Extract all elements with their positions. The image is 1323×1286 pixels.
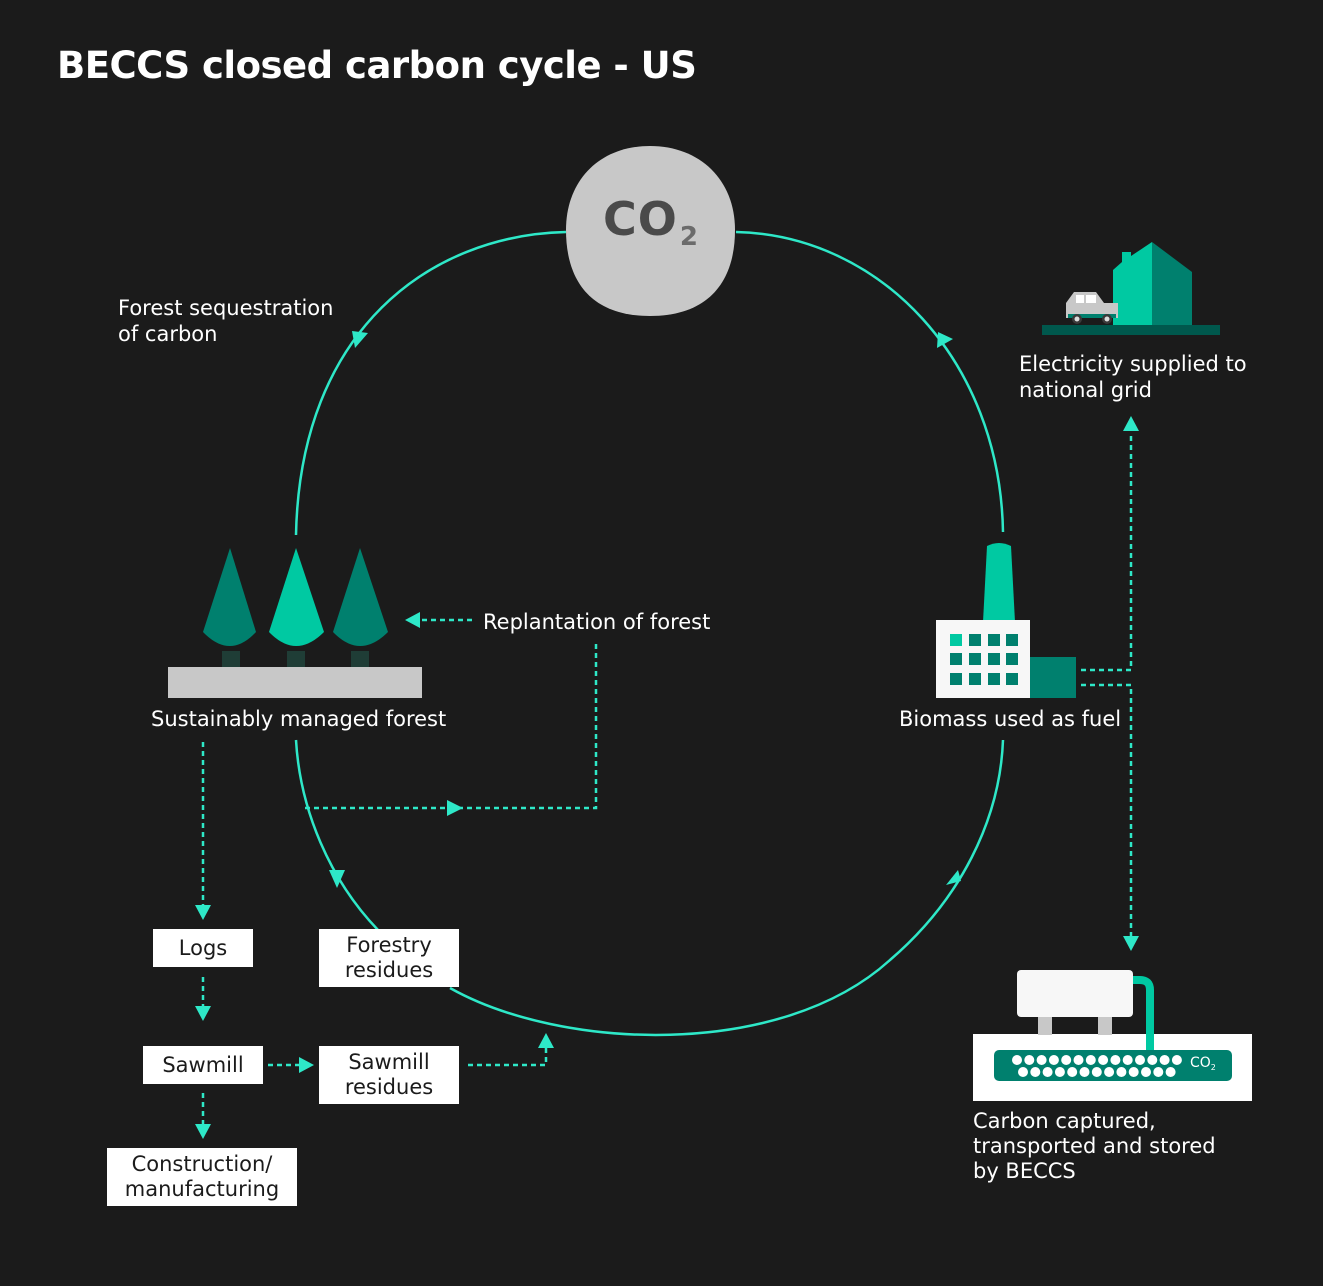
sawmill-residues-box: Sawmill residues <box>319 1046 459 1104</box>
carbon-storage-icon <box>973 970 1252 1101</box>
label-line: Electricity supplied to <box>1019 352 1247 376</box>
tree-icon <box>269 548 324 646</box>
arrow-icon-to-sawmill-residues <box>299 1057 314 1073</box>
cycle-arc-residues-to-biomass <box>449 739 1005 1037</box>
bubble <box>1171 1055 1182 1065</box>
electricity-label: Electricity supplied to national grid <box>1019 351 1247 403</box>
box-text: Forestry <box>346 933 432 957</box>
bubble <box>1159 1055 1170 1065</box>
bubble <box>1165 1067 1176 1077</box>
co2-main-text: CO <box>603 192 678 246</box>
arrow-icon-to-construction <box>195 1124 211 1139</box>
tree-icon <box>333 548 388 646</box>
cycle-arc-biomass-to-co2 <box>735 230 1005 533</box>
arrow-icon-to-sawmill <box>195 1006 211 1021</box>
flow-biomass-to-storage <box>1081 683 1133 938</box>
bubble <box>1098 1055 1109 1065</box>
box-text: Sawmill <box>162 1052 244 1077</box>
construction-box: Construction/ manufacturing <box>107 1148 297 1206</box>
bubble <box>1135 1055 1145 1065</box>
bubble <box>1012 1055 1022 1065</box>
arrow-icon-cycle-co2 <box>937 332 953 348</box>
flow-forest-to-replantation <box>305 640 598 810</box>
box-text: Construction/ <box>131 1152 273 1176</box>
ground-icon <box>168 667 422 698</box>
box-text: manufacturing <box>124 1177 280 1201</box>
bubble <box>1153 1067 1164 1077</box>
flow-biomass-to-grid <box>1081 432 1133 672</box>
storage-co2-main: CO <box>1190 1055 1211 1071</box>
box-text: Logs <box>178 935 228 960</box>
flow-residues-to-cycle <box>468 1045 548 1067</box>
bubble <box>1018 1067 1028 1077</box>
replantation-label: Replantation of forest <box>483 610 711 634</box>
arrow-icon-to-grid <box>1123 416 1139 431</box>
forestry-residues-box: Forestry residues <box>319 929 459 987</box>
arrow-icon-to-logs <box>195 905 211 920</box>
bubble <box>1061 1055 1072 1065</box>
bubble <box>1067 1067 1078 1077</box>
bubble <box>1104 1067 1115 1077</box>
bubble <box>1054 1067 1065 1077</box>
sustainable-forest-label: Sustainably managed forest <box>151 707 447 731</box>
bubble <box>1042 1067 1053 1077</box>
house-car-icon <box>1042 242 1220 335</box>
bubble <box>1122 1055 1133 1065</box>
storage-co2-subscript: 2 <box>1210 1063 1216 1072</box>
arrow-icon-cycle-forest <box>352 331 368 348</box>
bubble <box>1024 1055 1035 1065</box>
label-line: national grid <box>1019 378 1152 402</box>
power-plant-icon <box>936 543 1076 698</box>
arrow-icon-to-storage <box>1123 936 1139 951</box>
tree-icon <box>203 548 256 646</box>
co2-node-label: CO2 <box>566 192 736 252</box>
sawmill-box: Sawmill <box>143 1046 263 1084</box>
box-text: residues <box>344 958 434 982</box>
box-text: Sawmill <box>348 1050 430 1074</box>
carbon-cycle-loop <box>294 230 1005 1037</box>
arrow-icon-to-replantation <box>447 800 463 816</box>
cycle-arc-forest-to-residues <box>294 739 379 931</box>
bubble <box>1079 1067 1090 1077</box>
bubble <box>1116 1067 1127 1077</box>
arrow-icon-cycle-residues <box>329 870 345 888</box>
label-line: by BECCS <box>973 1159 1076 1183</box>
logs-box: Logs <box>153 929 253 967</box>
co2-subscript: 2 <box>679 222 699 252</box>
bubble <box>1091 1067 1102 1077</box>
label-line: transported and stored <box>973 1134 1216 1158</box>
box-text: residues <box>344 1075 434 1099</box>
forest-sequestration-label: Forest sequestration of carbon <box>118 295 333 347</box>
co2-cloud-icon <box>566 146 735 316</box>
label-line: Forest sequestration <box>118 296 334 320</box>
arrow-icon-replantation <box>405 612 420 628</box>
bubble <box>1147 1055 1158 1065</box>
arrow-icon-cycle-biomass <box>946 870 961 885</box>
arrow-icon-residues-to-cycle <box>538 1033 554 1048</box>
carbon-captured-label: Carbon captured, transported and stored … <box>973 1109 1216 1184</box>
bubble <box>1141 1067 1151 1077</box>
bubble <box>1085 1055 1096 1065</box>
cycle-arc-co2-to-forest <box>294 230 567 536</box>
label-line: Carbon captured, <box>973 1109 1156 1133</box>
bubble <box>1048 1055 1059 1065</box>
bubble <box>1128 1067 1139 1077</box>
storage-co2-label: CO2 <box>1190 1055 1216 1072</box>
bubble <box>1030 1067 1041 1077</box>
page-title: BECCS closed carbon cycle - US <box>57 44 697 87</box>
bubble <box>1036 1055 1047 1065</box>
biomass-fuel-label: Biomass used as fuel <box>899 707 1122 731</box>
bubble <box>1110 1055 1121 1065</box>
co2-bubbles <box>1012 1055 1182 1077</box>
bubble <box>1073 1055 1084 1065</box>
forest-icon <box>168 548 422 698</box>
label-line: of carbon <box>118 322 218 346</box>
